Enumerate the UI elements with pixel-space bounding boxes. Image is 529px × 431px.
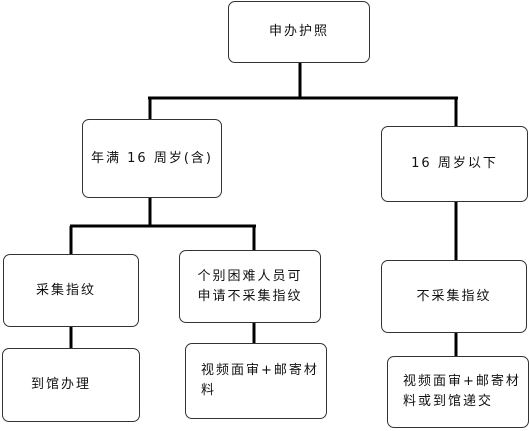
node-video-mail-or-visit: 视频面审+邮寄材料或到馆递交 xyxy=(387,356,529,428)
node-under-16-label: 16 周岁以下 xyxy=(411,156,498,171)
node-exempt-fingerprints: 个别困难人员可申请不采集指纹 xyxy=(179,250,321,323)
node-video-mail-or-visit-label: 视频面审+邮寄材料或到馆递交 xyxy=(403,374,521,409)
node-apply-passport-label: 申办护照 xyxy=(268,24,329,39)
node-under-16: 16 周岁以下 xyxy=(381,126,528,202)
node-apply-passport: 申办护照 xyxy=(228,1,370,63)
node-visit-consulate: 到馆办理 xyxy=(2,348,140,422)
node-video-mail: 视频面审+邮寄材料 xyxy=(185,343,327,419)
node-collect-fingerprints: 采集指纹 xyxy=(3,254,139,327)
node-no-fingerprints-label: 不采集指纹 xyxy=(416,288,492,304)
node-video-mail-label: 视频面审+邮寄材料 xyxy=(201,363,319,398)
node-no-fingerprints: 不采集指纹 xyxy=(381,260,527,333)
node-age-16-and-over: 年满 16 周岁(含) xyxy=(82,119,222,198)
node-visit-consulate-label: 到馆办理 xyxy=(31,377,92,392)
node-collect-fingerprints-label: 采集指纹 xyxy=(36,282,97,298)
node-exempt-fingerprints-label: 个别困难人员可申请不采集指纹 xyxy=(197,268,303,304)
node-age-16-and-over-label: 年满 16 周岁(含) xyxy=(91,150,213,166)
